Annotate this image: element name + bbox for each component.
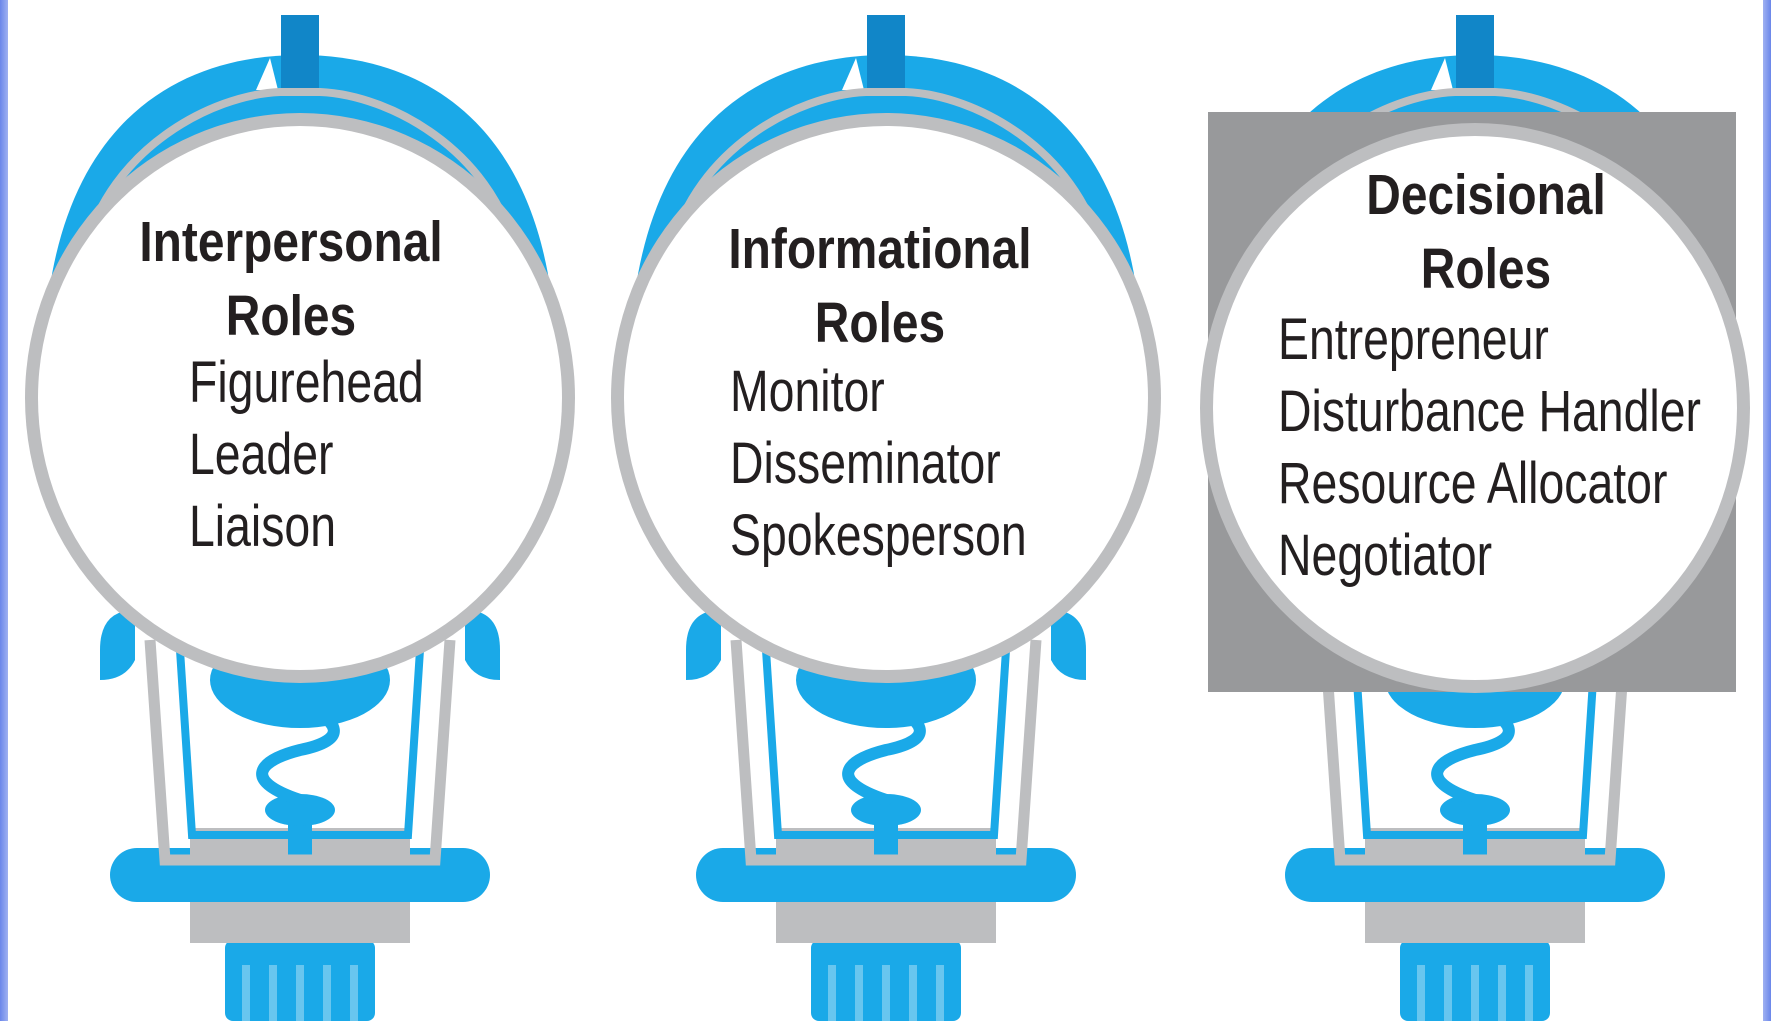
lamp-base-rib — [296, 965, 304, 1021]
lamp-side-tab — [1051, 610, 1086, 680]
lamp-side-tab — [686, 610, 721, 680]
lamp-cap-rim — [81, 88, 519, 251]
lamp-highlight — [842, 58, 864, 90]
lamp-base-rib — [1471, 965, 1479, 1021]
lamp-frame-inner — [1351, 649, 1599, 839]
lamp-pedestal — [1365, 895, 1585, 943]
lamp-base-rib — [828, 965, 836, 1021]
lamp-base-rib — [269, 965, 277, 1021]
lamp-frame-outer — [1319, 639, 1631, 866]
lamp-frame-inner — [762, 649, 1010, 839]
diagram-artwork — [25, 15, 1750, 1021]
role-item: Negotiator — [1278, 523, 1493, 588]
role-item-list: Monitor Disseminator Spokesperson — [730, 356, 1027, 572]
lamp-base-rib — [882, 965, 890, 1021]
role-title-line2: Roles — [225, 284, 357, 348]
lamp-side-tab — [465, 610, 500, 680]
role-title: Decisional Roles — [1310, 158, 1663, 306]
diagram-canvas: Interpersonal Roles Figurehead Leader Li… — [8, 0, 1763, 1021]
lamp-frame-outer — [730, 639, 1042, 866]
role-title: Informational Roles — [704, 212, 1057, 360]
role-item-list: Entrepreneur Disturbance Handler Resourc… — [1278, 304, 1701, 592]
role-title-line1: Interpersonal — [139, 210, 443, 274]
lamp-base-rib — [936, 965, 944, 1021]
role-item: Monitor — [730, 359, 885, 424]
lamp-base-rib — [855, 965, 863, 1021]
lamp-base-rib — [323, 965, 331, 1021]
role-item: Entrepreneur — [1278, 307, 1549, 372]
role-item-list: Figurehead Leader Liaison — [189, 347, 439, 563]
lamp-base-rib — [350, 965, 358, 1021]
lamp-base-rib — [1417, 965, 1425, 1021]
role-title: Interpersonal Roles — [115, 205, 468, 353]
lamp-base-rib — [242, 965, 250, 1021]
lamp-top-post — [867, 15, 905, 93]
lamp-highlight — [1431, 58, 1453, 90]
lamp-knob — [851, 794, 921, 826]
role-item: Figurehead — [189, 350, 424, 415]
lens-face — [624, 126, 1148, 670]
lamp-frame-inner — [176, 649, 424, 839]
role-item: Resource Allocator — [1278, 451, 1668, 516]
lamp-side-tab — [100, 610, 135, 680]
role-title-line2: Roles — [1420, 237, 1552, 301]
role-title-line2: Roles — [814, 291, 946, 355]
lamp-pedestal — [190, 895, 410, 943]
lamp-base-rib — [1498, 965, 1506, 1021]
lamp-pedestal — [776, 895, 996, 943]
role-item: Disturbance Handler — [1278, 379, 1701, 444]
lamp-top-post — [1456, 15, 1494, 93]
lamp-highlight — [256, 58, 278, 90]
lamp-cap-rim — [667, 88, 1105, 251]
role-title-line1: Decisional — [1366, 163, 1606, 227]
lens-face — [1213, 136, 1737, 680]
lens-face — [38, 126, 562, 670]
role-group-informational: Informational Roles Monitor Disseminator… — [670, 212, 1090, 572]
role-item: Spokesperson — [730, 503, 1027, 568]
lamp-base-rib — [909, 965, 917, 1021]
role-item: Disseminator — [730, 431, 1001, 496]
lamp-top-post — [281, 15, 319, 93]
lamp-knob — [265, 794, 335, 826]
lamp-base-rib — [1444, 965, 1452, 1021]
lamp-frame-outer — [144, 639, 456, 866]
role-title-line1: Informational — [728, 217, 1032, 281]
role-item: Liaison — [189, 494, 337, 559]
lamp-knob — [1440, 794, 1510, 826]
role-item: Leader — [189, 422, 334, 487]
lamp-base-rib — [1525, 965, 1533, 1021]
role-group-decisional: Decisional Roles Entrepreneur Disturbanc… — [1276, 158, 1701, 592]
role-group-interpersonal: Interpersonal Roles Figurehead Leader Li… — [81, 205, 501, 563]
